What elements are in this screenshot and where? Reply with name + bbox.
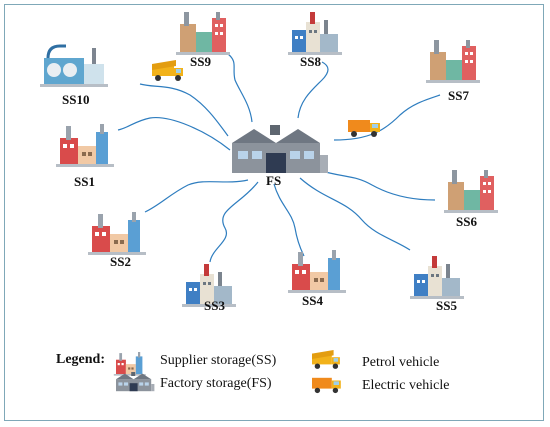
route-fs-ss10: [139, 83, 229, 137]
node-label: SS4: [302, 293, 323, 308]
node-ss9[interactable]: SS9: [176, 12, 230, 69]
legend-title: Legend:: [56, 352, 105, 367]
supplier-legend-icon: [113, 352, 146, 376]
route-fs-ss6: [317, 169, 436, 201]
legend-electric-label: Electric vehicle: [362, 378, 449, 393]
route-fs-ss8: [297, 61, 329, 119]
node-ss2[interactable]: SS2: [88, 212, 146, 269]
node-label: SS7: [448, 88, 469, 103]
route-fs-ss4: [273, 183, 305, 257]
electric-truck-icon: [348, 120, 380, 137]
supplier-storage-icon: [88, 212, 146, 255]
node-ss1[interactable]: SS1: [56, 124, 114, 189]
node-ss3[interactable]: SS3: [182, 264, 236, 313]
supplier-storage-icon: [444, 170, 498, 213]
hub-label: FS: [266, 173, 281, 188]
legend-petrol-label: Petrol vehicle: [362, 355, 439, 370]
supplier-storage-icon: [38, 44, 110, 89]
legend-supplier-label: Supplier storage(SS): [160, 353, 277, 368]
route-fs-ss1: [117, 117, 231, 151]
supplier-storage-icon: [288, 12, 342, 55]
node-ss6[interactable]: SS6: [444, 170, 498, 229]
node-ss10[interactable]: SS10: [38, 44, 110, 107]
supplier-storage-icon: [56, 124, 114, 167]
node-ss7[interactable]: SS7: [426, 40, 480, 103]
supplier-storage-icon: [410, 256, 464, 299]
factory-storage-hub[interactable]: FS: [232, 125, 328, 188]
node-label: SS1: [74, 174, 95, 189]
route-fs-ss5: [299, 177, 411, 251]
factory-icon: [232, 125, 328, 173]
route-fs-ss9: [227, 53, 253, 123]
node-label: SS6: [456, 214, 477, 229]
node-label: SS2: [110, 254, 131, 269]
supplier-storage-icon: [176, 12, 230, 55]
node-ss8[interactable]: SS8: [288, 12, 342, 69]
diagram-frame: [4, 4, 544, 421]
route-fs-ss2: [144, 179, 249, 213]
legend-factory-label: Factory storage(FS): [160, 376, 272, 391]
electric-truck-legend-icon: [312, 377, 341, 394]
supplier-storage-icon: [288, 250, 346, 293]
node-label: SS3: [204, 298, 225, 313]
node-label: SS5: [436, 298, 457, 313]
route-fs-ss3: [209, 181, 259, 263]
node-ss5[interactable]: SS5: [410, 256, 464, 313]
petrol-truck-legend-icon: [312, 350, 340, 369]
petrol-truck-icon: [152, 60, 183, 81]
legend: Legend: Supplier storage(SS) Factory sto…: [56, 350, 449, 394]
supplier-storage-icon: [426, 40, 480, 83]
route-lines: [117, 53, 441, 263]
node-label: SS8: [300, 54, 321, 69]
node-label: SS10: [62, 92, 89, 107]
node-ss4[interactable]: SS4: [288, 250, 346, 308]
route-fs-ss7: [333, 94, 441, 141]
node-label: SS9: [190, 54, 211, 69]
